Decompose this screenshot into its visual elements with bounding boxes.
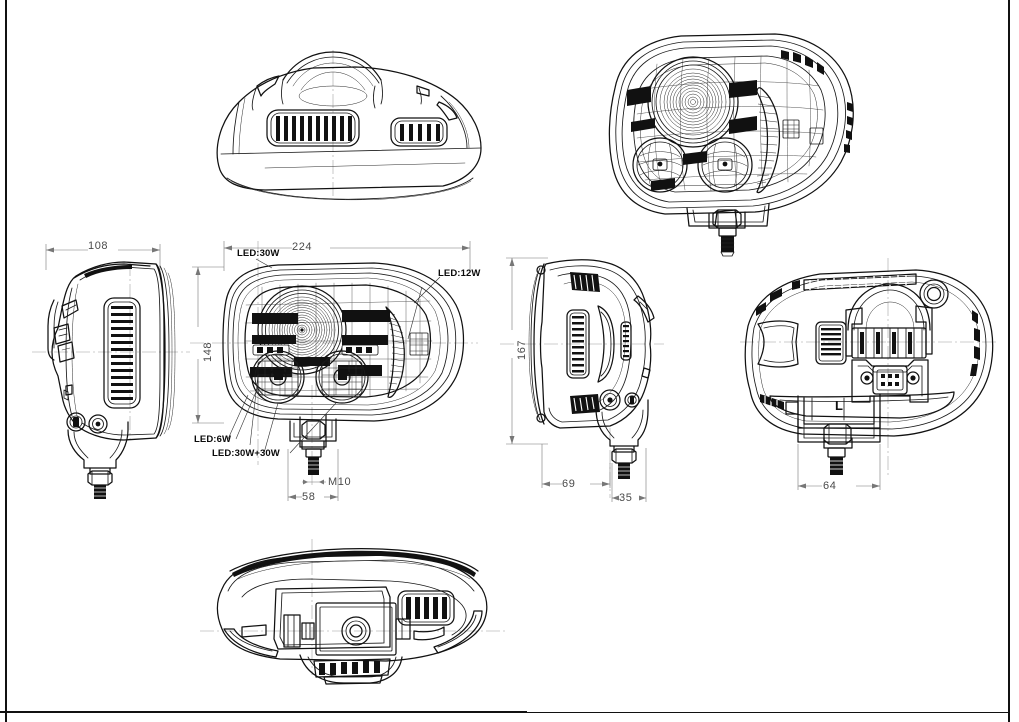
front-view: 224 148 58 M10 LED:30W LED:12W LED:6W LE… — [190, 235, 480, 520]
dim-right-side-offset: 35 — [619, 492, 633, 504]
label-side-marking-l: L — [835, 398, 843, 413]
top-view — [205, 50, 495, 201]
dim-right-side-height: 167 — [516, 339, 528, 360]
dim-bracket-width: 58 — [302, 491, 316, 503]
isometric-perspective-view — [585, 28, 860, 260]
dim-front-width: 224 — [292, 241, 313, 253]
dim-right-side-depth: 69 — [562, 478, 576, 490]
sheet-border-right — [1008, 0, 1010, 722]
sheet-border-left — [5, 0, 7, 722]
right-side-view: 167 69 35 — [500, 248, 665, 510]
dim-thread-m10: M10 — [328, 476, 352, 488]
label-led-pair: LED:30W+30W — [212, 448, 280, 459]
dim-rear-bracket-width: 64 — [823, 480, 837, 492]
label-led-strip: LED:6W — [194, 434, 232, 445]
label-led-side: LED:12W — [438, 268, 481, 279]
left-side-view: 108 — [32, 240, 192, 499]
label-led-main: LED:30W — [237, 248, 280, 259]
sheet-border-bottom-right — [527, 712, 1008, 714]
sheet-border-bottom-left — [0, 711, 527, 714]
dim-front-height: 148 — [202, 341, 214, 362]
bottom-view — [200, 535, 510, 685]
dim-left-side-width: 108 — [88, 240, 109, 252]
rear-view: L 64 — [740, 250, 1000, 508]
